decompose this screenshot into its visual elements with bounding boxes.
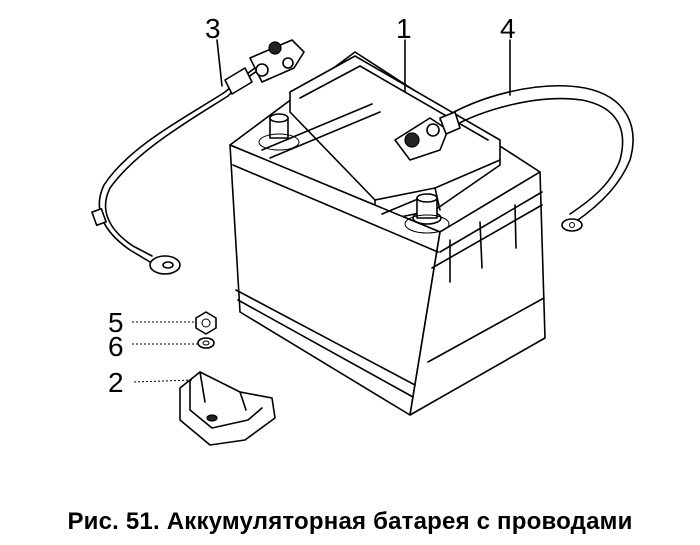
battery <box>229 51 546 416</box>
callout-2: 2 <box>108 367 124 398</box>
nut <box>195 311 217 335</box>
terminal-post-negative <box>258 113 300 151</box>
leader-lines <box>132 39 511 383</box>
cable-negative <box>91 39 305 275</box>
figure-caption: Рис. 51. Аккумуляторная батарея с провод… <box>67 508 633 535</box>
washer <box>197 337 215 349</box>
terminal-post-positive <box>404 193 450 234</box>
callout-6: 6 <box>108 331 124 362</box>
cable-positive <box>394 85 634 232</box>
callout-1: 1 <box>396 13 412 44</box>
callout-4: 4 <box>500 13 516 44</box>
callout-5: 5 <box>108 307 124 338</box>
hold-down-bracket <box>179 371 276 446</box>
callout-3: 3 <box>205 13 221 44</box>
